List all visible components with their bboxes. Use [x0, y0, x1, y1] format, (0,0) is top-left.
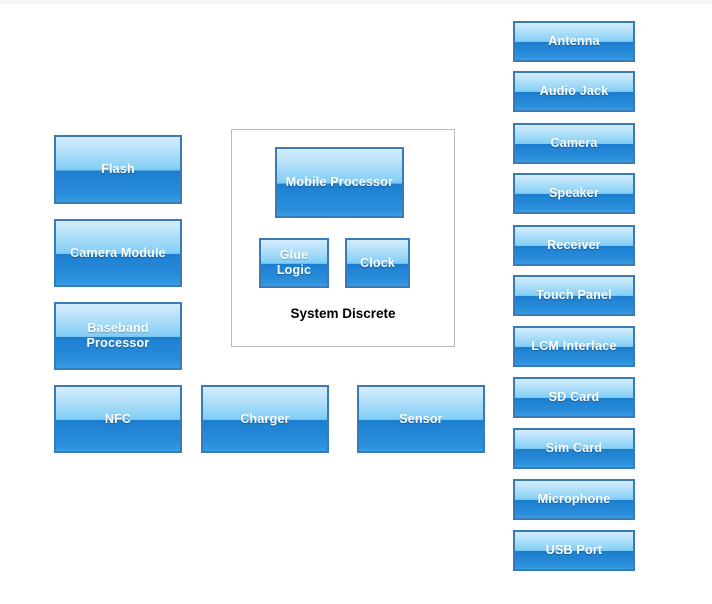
block-label: Receiver — [547, 238, 601, 252]
block-usb-port[interactable]: USB Port — [513, 530, 635, 571]
block-receiver[interactable]: Receiver — [513, 225, 635, 266]
block-camera-module[interactable]: Camera Module — [54, 219, 182, 287]
block-sim-card[interactable]: Sim Card — [513, 428, 635, 469]
block-label: SD Card — [548, 390, 600, 404]
block-antenna[interactable]: Antenna — [513, 21, 635, 62]
block-clock[interactable]: Clock — [345, 238, 410, 288]
block-label: Sensor — [399, 411, 443, 426]
block-label: Microphone — [537, 492, 611, 506]
block-label: Clock — [359, 255, 396, 270]
block-sensor[interactable]: Sensor — [357, 385, 485, 453]
block-label: Speaker — [548, 186, 600, 200]
top-edge-strip — [0, 0, 712, 4]
block-label: Camera — [550, 136, 598, 150]
block-speaker[interactable]: Speaker — [513, 173, 635, 214]
block-label: Camera Module — [70, 245, 166, 260]
block-audio-jack[interactable]: Audio Jack — [513, 71, 635, 112]
block-label: NFC — [104, 411, 132, 426]
block-lcm-interface[interactable]: LCM Interface — [513, 326, 635, 367]
block-label: Touch Panel — [536, 288, 612, 302]
block-label: Audio Jack — [539, 84, 609, 98]
block-label: Glue Logic — [276, 248, 312, 277]
block-label: LCM Interface — [531, 339, 617, 353]
block-camera[interactable]: Camera — [513, 123, 635, 164]
block-mobile-processor[interactable]: Mobile Processor — [275, 147, 404, 218]
block-label: Antenna — [548, 34, 600, 48]
block-label: Flash — [101, 162, 135, 176]
system-discrete-caption: System Discrete — [290, 306, 396, 321]
block-flash[interactable]: Flash — [54, 135, 182, 204]
block-sd-card[interactable]: SD Card — [513, 377, 635, 418]
block-charger[interactable]: Charger — [201, 385, 329, 453]
block-nfc[interactable]: NFC — [54, 385, 182, 453]
block-label: Mobile Processor — [285, 175, 394, 189]
block-label: Sim Card — [545, 441, 603, 455]
block-baseband-processor[interactable]: Baseband Processor — [54, 302, 182, 370]
block-label: USB Port — [545, 543, 603, 557]
block-glue-logic[interactable]: Glue Logic — [259, 238, 329, 288]
block-label: Charger — [240, 411, 290, 426]
block-label: Baseband Processor — [86, 321, 150, 350]
block-microphone[interactable]: Microphone — [513, 479, 635, 520]
block-touch-panel[interactable]: Touch Panel — [513, 275, 635, 316]
